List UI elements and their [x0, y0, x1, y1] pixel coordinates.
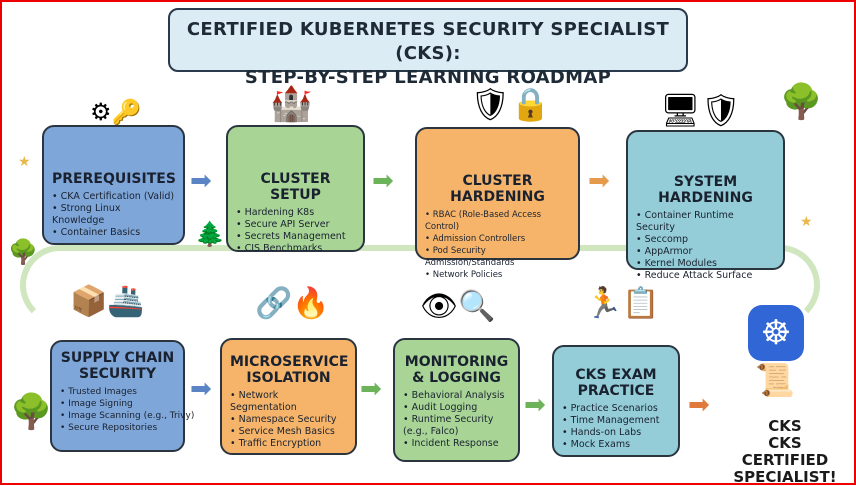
list-item: Container Basics: [52, 227, 175, 239]
list-item: Service Mesh Basics: [230, 426, 347, 438]
final-goal: CKS CKS CERTIFIED SPECIALIST!: [730, 418, 840, 486]
list-item: Runtime Security (e.g., Falco): [403, 414, 510, 438]
list-item: AppArmor: [636, 246, 775, 258]
arrow-right-icon: ➡: [524, 390, 546, 420]
star-icon: ★: [800, 214, 813, 230]
list-item: Audit Logging: [403, 402, 510, 414]
list-item: Hands-on Labs: [562, 427, 670, 439]
knight-lock-icon: 🛡🔒: [470, 85, 551, 123]
gear-key-hand-icon: ⚙🔑: [90, 98, 142, 126]
arrow-right-icon: ➡: [190, 166, 212, 196]
arrow-right-icon: ➡: [688, 390, 710, 420]
step-title: CKS EXAM PRACTICE: [575, 367, 657, 399]
list-item: Incident Response: [403, 438, 510, 450]
title-line-1: CERTIFIED KUBERNETES SECURITY SPECIALIST…: [186, 19, 670, 64]
list-item: Secure API Server: [236, 219, 355, 231]
list-item: Network Policies: [425, 269, 570, 281]
list-item: CIS Benchmarks: [236, 243, 355, 255]
step-prerequisites: PREREQUISITES CKA Certification (Valid)S…: [42, 125, 185, 245]
list-item: Network Segmentation: [230, 390, 347, 414]
list-item: Practice Scenarios: [562, 403, 670, 415]
list-item: Pod Security Admission/Standards: [425, 245, 570, 269]
list-item: Namespace Security: [230, 414, 347, 426]
runner-clipboard-icon: 🏃📋: [585, 286, 660, 321]
final-line-2: CKS CERTIFIED: [741, 434, 829, 469]
castle-icon: 🏰: [270, 84, 313, 124]
star-icon: ★: [18, 154, 31, 170]
arrow-right-icon: ➡: [190, 374, 212, 404]
certificate-scroll-icon: 📜: [755, 361, 795, 399]
list-item: Trusted Images: [60, 386, 175, 398]
step-microservice-isolation: MICROSERVICE ISOLATION Network Segmentat…: [220, 338, 357, 455]
kubernetes-logo-icon: ☸: [748, 305, 804, 361]
step-cluster-hardening: CLUSTER HARDENING RBAC (Role-Based Acces…: [415, 127, 580, 280]
step-cluster-setup: CLUSTER SETUP Hardening K8sSecure API Se…: [226, 125, 365, 255]
step-title: MONITORING & LOGGING: [404, 354, 509, 386]
list-item: Strong Linux Knowledge: [52, 203, 175, 227]
server-helmet-icon: 🖥🛡: [660, 91, 742, 129]
arrow-right-icon: ➡: [588, 166, 610, 196]
tree-icon: 🌳: [10, 392, 53, 432]
list-item: Secure Repositories: [60, 422, 175, 434]
tree-icon: 🌳: [780, 82, 823, 122]
arrow-right-icon: ➡: [372, 166, 394, 196]
list-item: Secrets Management: [236, 231, 355, 243]
tree-icon: 🌲: [195, 220, 225, 248]
containers-ship-icon: 📦🚢: [70, 284, 145, 319]
list-item: Admission Controllers: [425, 233, 570, 245]
step-title: CLUSTER SETUP: [260, 171, 331, 203]
list-item: RBAC (Role-Based Access Control): [425, 209, 570, 233]
eye-magnifier-icon: 👁🔍: [420, 289, 496, 324]
list-item: CKA Certification (Valid): [52, 191, 175, 203]
list-item: Seccomp: [636, 234, 775, 246]
step-title: SUPPLY CHAIN SECURITY: [60, 350, 175, 382]
tree-icon: 🌳: [8, 238, 38, 266]
network-firewall-icon: 🔗🔥: [255, 286, 330, 321]
list-item: Behavioral Analysis: [403, 390, 510, 402]
list-item: Container Runtime Security: [636, 210, 775, 234]
list-item: Image Signing: [60, 398, 175, 410]
list-item: Kernel Modules: [636, 258, 775, 270]
list-item: Image Scanning (e.g., Trivy): [60, 410, 194, 422]
list-item: Traffic Encryption: [230, 438, 347, 450]
list-item: Mock Exams: [562, 439, 670, 451]
step-title: SYSTEM HARDENING: [658, 174, 753, 206]
step-title: PREREQUISITES: [52, 171, 176, 187]
step-system-hardening: SYSTEM HARDENING Container Runtime Secur…: [626, 130, 785, 281]
step-supply-chain-security: SUPPLY CHAIN SECURITY Trusted ImagesImag…: [50, 340, 194, 452]
step-monitoring-logging: MONITORING & LOGGING Behavioral Analysis…: [393, 338, 520, 462]
list-item: Reduce Attack Surface: [636, 270, 775, 282]
step-cks-exam-practice: CKS EXAM PRACTICE Practice ScenariosTime…: [552, 345, 680, 457]
step-title: CLUSTER HARDENING: [450, 173, 545, 205]
final-line-3: SPECIALIST!: [733, 468, 837, 486]
arrow-right-icon: ➡: [360, 374, 382, 404]
title-banner: CERTIFIED KUBERNETES SECURITY SPECIALIST…: [168, 8, 688, 88]
list-item: Time Management: [562, 415, 670, 427]
list-item: Hardening K8s: [236, 207, 355, 219]
final-line-1: CKS: [768, 417, 802, 435]
step-title: MICROSERVICE ISOLATION: [230, 354, 349, 386]
title-line-2: STEP-BY-STEP LEARNING ROADMAP: [244, 67, 612, 88]
